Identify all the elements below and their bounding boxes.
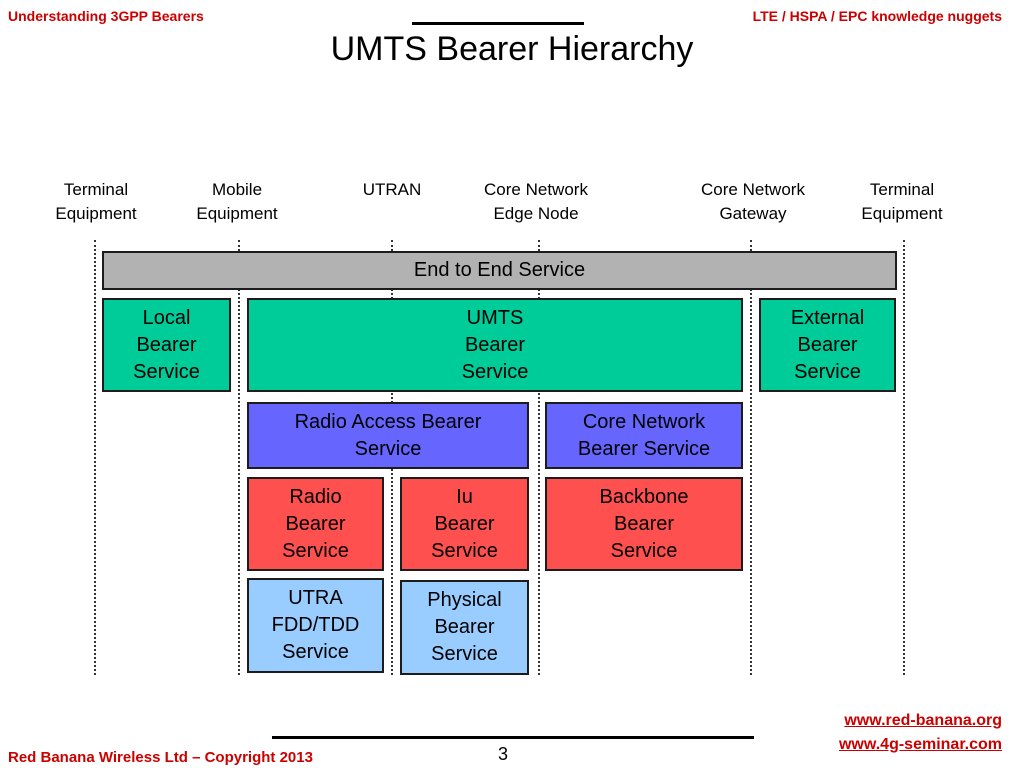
- local-bearer-service-box: Local Bearer Service: [102, 298, 231, 392]
- box-label-line: UTRA: [288, 587, 343, 609]
- column-label-line2: Gateway: [719, 204, 787, 223]
- box-label-line: End to End Service: [413, 259, 586, 281]
- column-label-line2: Edge Node: [493, 204, 579, 223]
- box-label: Core Network Bearer Service: [578, 409, 710, 463]
- box-label: Local Bearer Service: [133, 305, 200, 386]
- footer-rule: [272, 736, 754, 739]
- box-label-line: Bearer: [464, 333, 525, 356]
- website-link-4g-seminar[interactable]: www.4g-seminar.com: [838, 736, 1002, 753]
- box-label-line: Service: [282, 539, 349, 562]
- box-label-line: Bearer: [434, 512, 495, 535]
- external-bearer-service-box: External Bearer Service: [759, 298, 896, 392]
- boundary-line-core-network-gateway: [750, 240, 752, 675]
- box-label-line: External: [790, 306, 865, 329]
- column-core-network-edge-node: Core Network Edge Node: [466, 178, 606, 226]
- box-label-line: Service: [610, 539, 678, 562]
- website-link-red-banana[interactable]: www.red-banana.org: [844, 712, 1002, 729]
- box-label-line: Core Network: [582, 410, 706, 433]
- header-right-text: LTE / HSPA / EPC knowledge nuggets: [752, 8, 1002, 24]
- boundary-line-terminal-right: [903, 240, 905, 675]
- box-label: Radio Bearer Service: [282, 484, 349, 565]
- core-network-bearer-service-box: Core Network Bearer Service: [545, 402, 743, 469]
- box-label-line: Radio: [289, 485, 342, 508]
- box-label: UMTS Bearer Service: [462, 305, 529, 386]
- box-label-line: Service: [354, 437, 422, 460]
- footer-copyright: Red Banana Wireless Ltd – Copyright 2013: [8, 749, 313, 766]
- header-left-text: Understanding 3GPP Bearers: [8, 8, 204, 24]
- box-label: External Bearer Service: [791, 305, 864, 386]
- box-label-line: Service: [461, 360, 529, 383]
- box-label-line: Physical: [427, 589, 502, 611]
- box-label-line: Service: [431, 539, 498, 562]
- page-title: UMTS Bearer Hierarchy: [330, 30, 694, 68]
- column-label-line1: Core Network: [701, 180, 805, 199]
- column-terminal-equipment-left: Terminal Equipment: [36, 178, 156, 226]
- column-label-line2: Equipment: [861, 204, 943, 223]
- column-label-line2: Equipment: [55, 204, 137, 223]
- box-label-line: Bearer: [285, 512, 346, 535]
- title-decoration-rule: [412, 22, 584, 25]
- box-label-line: Service: [431, 643, 498, 665]
- column-mobile-equipment: Mobile Equipment: [177, 178, 297, 226]
- box-label-line: Iu: [456, 485, 473, 508]
- box-label-line: Service: [794, 360, 861, 383]
- box-label: Radio Access Bearer Service: [295, 409, 482, 463]
- column-label-line1: Terminal: [63, 180, 129, 199]
- boundary-line-mobile-equipment: [238, 240, 240, 675]
- box-label-line: Service: [282, 641, 349, 663]
- column-label-line1: Mobile: [211, 180, 263, 199]
- physical-bearer-service-box: Physical Bearer Service: [400, 580, 529, 675]
- end-to-end-service-box: End to End Service: [102, 251, 897, 290]
- box-label-line: Bearer: [613, 512, 675, 535]
- box-label-line: Bearer: [434, 616, 495, 638]
- column-label-line1: Terminal: [869, 180, 935, 199]
- box-label-line: Bearer Service: [577, 437, 711, 460]
- box-label-line: Backbone: [599, 485, 689, 508]
- radio-access-bearer-service-box: Radio Access Bearer Service: [247, 402, 529, 469]
- page-number: 3: [498, 744, 509, 764]
- box-label: Physical Bearer Service: [427, 587, 501, 668]
- box-label: Iu Bearer Service: [431, 484, 498, 565]
- boundary-line-terminal-left: [94, 240, 96, 675]
- column-utran: UTRAN: [332, 178, 452, 202]
- column-label-line1: Core Network: [484, 180, 588, 199]
- box-label-line: Radio Access Bearer: [294, 410, 482, 433]
- column-label-line1: UTRAN: [362, 180, 422, 199]
- column-terminal-equipment-right: Terminal Equipment: [842, 178, 962, 226]
- box-label-line: UMTS: [466, 306, 524, 329]
- box-label-line: Bearer: [136, 333, 197, 356]
- radio-bearer-service-box: Radio Bearer Service: [247, 477, 384, 571]
- column-core-network-gateway: Core Network Gateway: [683, 178, 823, 226]
- box-label-line: FDD/TDD: [271, 614, 360, 636]
- umts-bearer-service-box: UMTS Bearer Service: [247, 298, 743, 392]
- box-label-line: Local: [142, 306, 191, 329]
- backbone-bearer-service-box: Backbone Bearer Service: [545, 477, 743, 571]
- column-label-line2: Equipment: [196, 204, 278, 223]
- box-label: UTRA FDD/TDD Service: [272, 585, 360, 666]
- box-label-line: Bearer: [797, 333, 858, 356]
- boundary-line-core-network-edge: [538, 240, 540, 675]
- box-label-line: Service: [133, 360, 200, 383]
- utra-fdd-tdd-service-box: UTRA FDD/TDD Service: [247, 578, 384, 673]
- iu-bearer-service-box: Iu Bearer Service: [400, 477, 529, 571]
- box-label: Backbone Bearer Service: [600, 484, 689, 565]
